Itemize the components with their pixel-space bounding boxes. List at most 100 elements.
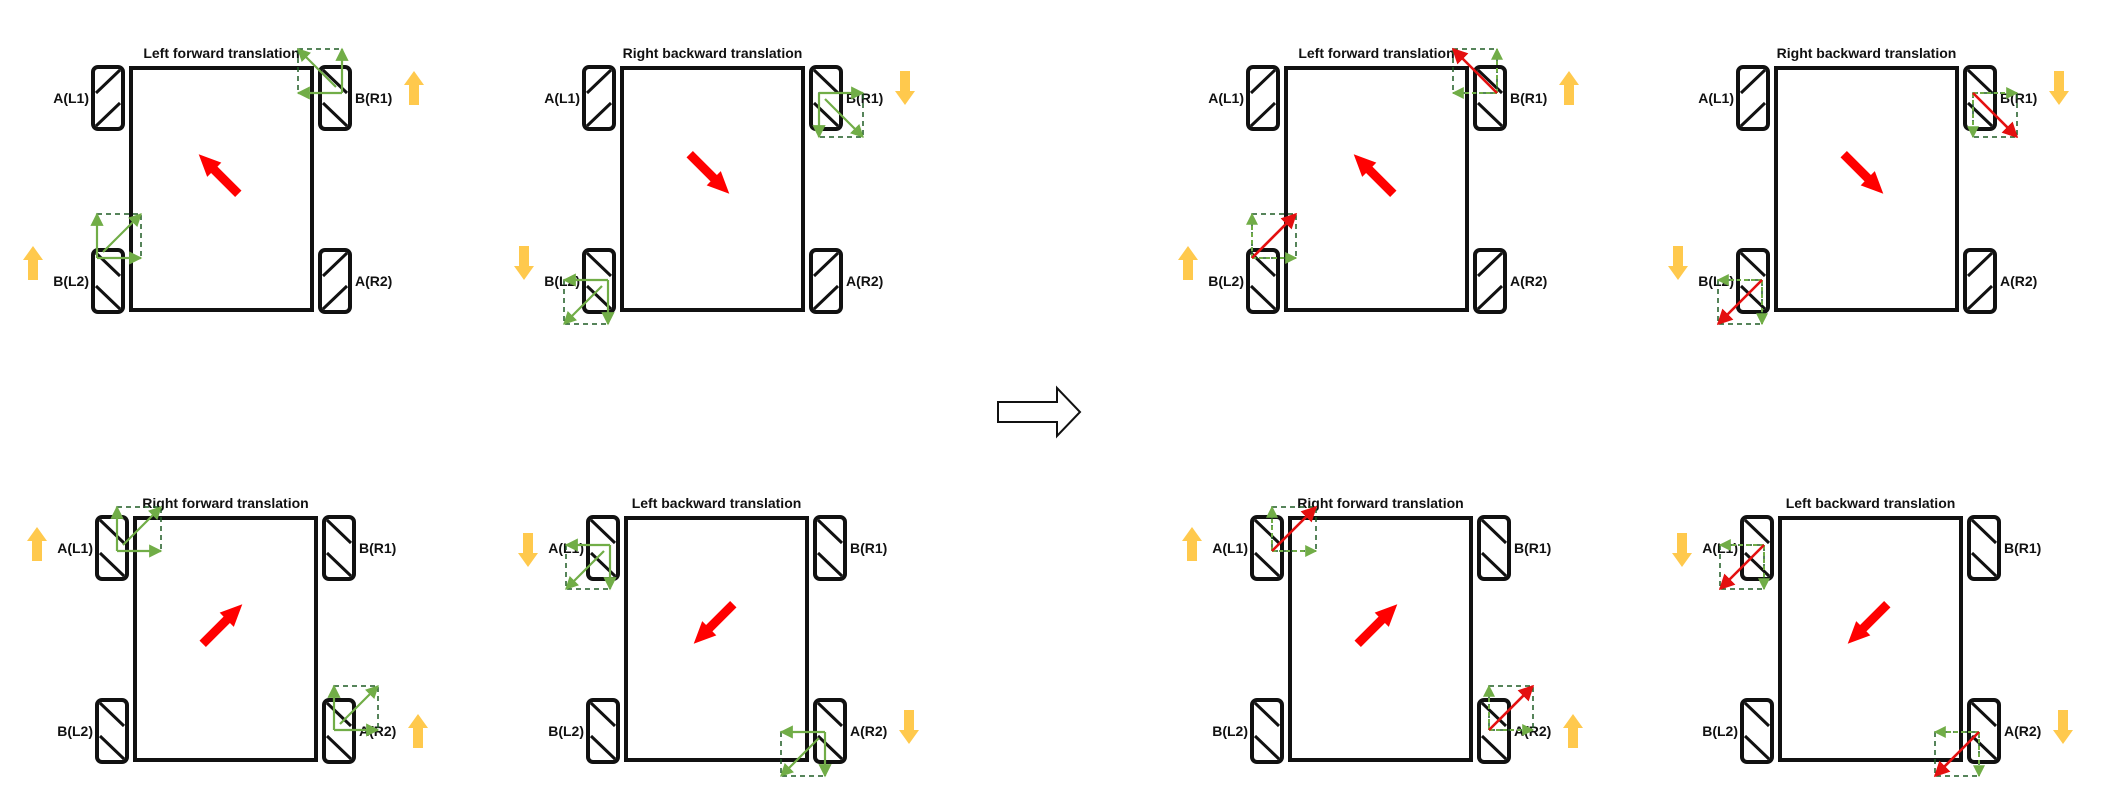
wheel-label-fl: A(L1) xyxy=(57,540,93,556)
wheel-front-left xyxy=(95,515,129,581)
wheel-label-rl: B(L2) xyxy=(1698,273,1734,289)
wheel-rollers xyxy=(1480,701,1508,761)
wheel-label-fl: A(L1) xyxy=(53,90,89,106)
force-vectors xyxy=(1451,47,1503,99)
wheel-rollers xyxy=(94,68,122,128)
wheel-rear-right xyxy=(1473,248,1507,314)
wheel-label-rl: B(L2) xyxy=(53,273,89,289)
wheel-rear-left xyxy=(1740,698,1774,764)
motion-direction-arrow xyxy=(686,151,730,194)
wheel-rear-right xyxy=(809,248,843,314)
wheel-forward-arrow xyxy=(23,246,43,280)
resultant-vector xyxy=(1716,279,1763,326)
wheel-rollers xyxy=(325,701,353,761)
wheel-label-fr: B(R1) xyxy=(1510,90,1547,106)
wheel-rollers xyxy=(1253,701,1281,761)
motion-direction-arrow xyxy=(198,154,242,197)
wheel-backward-arrow xyxy=(1668,246,1688,280)
wheel-forward-arrow xyxy=(27,527,47,561)
motion-direction-arrow xyxy=(1354,604,1398,647)
wheel-label-rr: A(R2) xyxy=(1510,273,1547,289)
translation-panel: Left forward translationA(L1)B(R1)B(L2)A… xyxy=(23,45,424,314)
wheel-label-rl: B(L2) xyxy=(1208,273,1244,289)
robot-body xyxy=(1288,516,1473,762)
wheel-rollers xyxy=(1253,518,1281,578)
wheel-front-left xyxy=(582,65,616,131)
translation-panel: Left backward translationA(L1)B(R1)B(L2)… xyxy=(1672,495,2073,778)
wheel-rollers xyxy=(589,701,617,761)
resultant-vector xyxy=(339,685,379,725)
wheel-backward-arrow xyxy=(899,710,919,744)
resultant-vector xyxy=(1718,544,1765,591)
wheel-rollers xyxy=(1966,251,1994,311)
wheel-rollers xyxy=(1739,68,1767,128)
force-vectors xyxy=(779,725,832,778)
wheel-label-fl: A(L1) xyxy=(1208,90,1244,106)
wheel-backward-arrow xyxy=(1672,533,1692,567)
panel-title: Left backward translation xyxy=(1786,495,1956,511)
wheel-backward-arrow xyxy=(895,71,915,105)
wheel-forward-arrow xyxy=(404,71,424,105)
robot-body xyxy=(1778,516,1963,762)
translation-panel: Right backward translationA(L1)B(R1)B(L2… xyxy=(514,45,915,326)
translation-panel: Right forward translationA(L1)B(R1)B(L2)… xyxy=(27,495,428,764)
robot-body xyxy=(1284,66,1469,312)
wheel-label-rr: A(R2) xyxy=(355,273,392,289)
translation-panel: Right forward translationA(L1)B(R1)B(L2)… xyxy=(1182,495,1583,764)
force-vectors xyxy=(562,273,615,326)
wheel-label-fl: A(L1) xyxy=(544,90,580,106)
force-vectors xyxy=(327,684,380,737)
wheel-rear-left xyxy=(1250,698,1284,764)
wheel-rear-right xyxy=(318,248,352,314)
wheel-front-left xyxy=(1246,65,1280,131)
resultant-vector xyxy=(122,506,162,546)
wheel-forward-arrow xyxy=(1563,714,1583,748)
robot-body xyxy=(620,66,805,312)
motion-direction-arrow xyxy=(693,601,737,644)
wheel-rollers xyxy=(1743,701,1771,761)
wheel-label-rl: B(L2) xyxy=(548,723,584,739)
wheel-forward-arrow xyxy=(408,714,428,748)
wheel-rollers xyxy=(1970,518,1998,578)
wheel-rear-left xyxy=(95,698,129,764)
force-vectors xyxy=(812,86,865,139)
wheel-label-rr: A(R2) xyxy=(2004,723,2041,739)
robot-body xyxy=(129,66,314,312)
wheel-rollers xyxy=(325,518,353,578)
wheel-backward-arrow xyxy=(514,246,534,280)
robot-body xyxy=(624,516,809,762)
wheel-rollers xyxy=(816,518,844,578)
wheel-label-fl: A(L1) xyxy=(1212,540,1248,556)
wheel-rear-left xyxy=(586,698,620,764)
wheel-front-right xyxy=(1477,515,1511,581)
wheel-rear-left xyxy=(91,248,125,314)
panel-title: Right backward translation xyxy=(1777,45,1957,61)
wheel-front-right xyxy=(322,515,356,581)
wheel-label-rr: A(R2) xyxy=(846,273,883,289)
resultant-vector xyxy=(1451,47,1498,94)
panels-layer: Left forward translationA(L1)B(R1)B(L2)A… xyxy=(23,45,2073,778)
force-vectors xyxy=(1718,539,1770,591)
resultant-vector xyxy=(1972,92,2019,139)
resultant-vector xyxy=(824,98,864,138)
wheel-front-left xyxy=(1736,65,1770,131)
force-vectors xyxy=(110,505,163,558)
wheel-backward-arrow xyxy=(2053,710,2073,744)
wheel-front-left xyxy=(1740,515,1774,581)
wheel-rollers xyxy=(1249,68,1277,128)
translation-panel: Left forward translationA(L1)B(R1)B(L2)A… xyxy=(1178,45,1579,314)
wheel-rollers xyxy=(1739,251,1767,311)
resultant-vector xyxy=(297,48,337,88)
wheel-rear-right xyxy=(1477,698,1511,764)
resultant-vector xyxy=(563,285,603,325)
wheel-label-rr: A(R2) xyxy=(850,723,887,739)
robot-body xyxy=(133,516,318,762)
panel-title: Right forward translation xyxy=(142,495,308,511)
wheel-label-fr: B(R1) xyxy=(359,540,396,556)
motion-direction-arrow xyxy=(199,604,243,647)
resultant-vector xyxy=(1251,212,1298,259)
resultant-vector xyxy=(1488,684,1535,731)
wheel-rollers xyxy=(1970,701,1998,761)
force-vectors xyxy=(296,47,349,100)
